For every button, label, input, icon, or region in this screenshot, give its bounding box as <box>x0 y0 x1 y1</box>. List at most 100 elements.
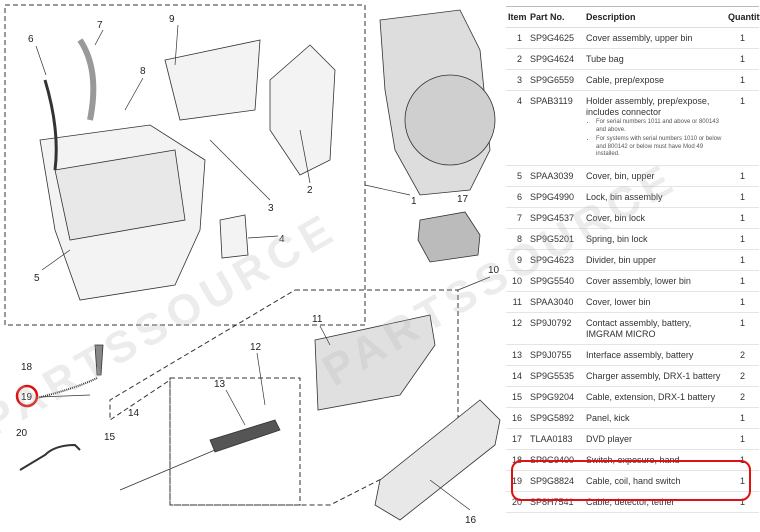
row-item: 11 <box>512 296 522 307</box>
part-drawings <box>19 9 501 521</box>
row-item: 15 <box>511 391 522 402</box>
row-quantity: 1 <box>739 75 745 85</box>
row-notes: For serial numbers 1011 and above or 800… <box>596 119 724 159</box>
row-quantity: 1 <box>739 233 745 244</box>
row-quantity: 2 <box>739 370 745 381</box>
row-description: Holder assembly, prep/expose, includes c… <box>586 96 710 117</box>
row-description: Cable, coil, hand switch <box>586 475 681 486</box>
row-quantity: 1 <box>739 275 745 286</box>
header-quantity: Quantity <box>726 6 760 28</box>
row-description: Cover assembly, upper bin <box>586 33 693 43</box>
group-boxes <box>4 4 459 506</box>
row-quantity: 1 <box>739 33 745 43</box>
row-description: Cover, bin lock <box>586 212 646 223</box>
divider-drawing <box>164 39 261 121</box>
callout-16: 16 <box>465 515 477 526</box>
callout-4: 4 <box>279 234 285 245</box>
row-item: 14 <box>511 370 522 381</box>
callout-labels: 1 2 3 4 5 6 7 8 9 10 11 12 13 14 15 16 1… <box>16 14 500 526</box>
row-part-no: SP9G5201 <box>530 233 575 244</box>
row-item: 18 <box>511 454 522 465</box>
row-item: 9 <box>516 254 522 265</box>
upper-bin-group-box <box>4 4 366 326</box>
callout-19-highlight-circle <box>15 384 39 408</box>
row-item: 12 <box>511 317 522 328</box>
callout-12: 12 <box>250 342 262 353</box>
row-item: 5 <box>516 170 522 181</box>
parts-table: Item Part No. Description Quantity 1SP9G… <box>506 6 760 513</box>
tether-cable-drawing <box>19 443 81 471</box>
row-quantity: 2 <box>739 391 745 402</box>
row-item: 2 <box>516 54 522 64</box>
row-description: Cover, bin, upper <box>586 170 655 181</box>
row-quantity: 1 <box>739 412 745 423</box>
row-description: Cable, prep/expose <box>586 75 665 85</box>
row-item: 20 <box>511 496 522 507</box>
row-part-no: TLAA0183 <box>530 433 573 444</box>
row-description: Spring, bin lock <box>586 233 648 244</box>
charger-drawing <box>209 419 281 453</box>
row-item: 17 <box>511 433 522 444</box>
row-description: Tube bag <box>586 54 624 64</box>
header-description: Description <box>584 6 726 28</box>
row-part-no: SP9G5540 <box>530 275 575 286</box>
row-part-no: SP9G4537 <box>530 212 575 223</box>
row-part-no: SPAB3119 <box>530 96 573 106</box>
row-part-no: SP9G4990 <box>530 191 575 202</box>
callout-13: 13 <box>214 379 226 390</box>
row-quantity: 1 <box>739 317 745 328</box>
holder-drawing <box>219 214 249 259</box>
row-quantity: 1 <box>739 296 745 307</box>
callout-6: 6 <box>28 34 34 45</box>
row-part-no: SP8H7541 <box>530 496 574 507</box>
row-description: Lock, bin assembly <box>586 191 663 202</box>
row-note: For systems with serial numbers 1010 or … <box>596 136 724 159</box>
callout-20: 20 <box>16 428 28 439</box>
row-item: 13 <box>511 349 522 360</box>
callout-14: 14 <box>128 408 140 419</box>
row-item: 1 <box>516 33 522 43</box>
table-header-row: Item Part No. Description Quantity <box>506 6 760 28</box>
callout-5: 5 <box>34 273 40 284</box>
exploded-parts-diagram: 1 2 3 4 5 6 7 8 9 10 11 12 13 14 15 16 1… <box>4 4 501 526</box>
table-row: 6 SP9G4990 Lock, bin assembly 1 <box>506 186 759 208</box>
tube-bag-drawing <box>269 44 336 176</box>
row-note: For serial numbers 1011 and above or 800… <box>596 119 724 134</box>
callout-2: 2 <box>307 185 313 196</box>
row-description: Interface assembly, battery <box>586 349 694 360</box>
row-item: 6 <box>516 191 522 202</box>
row-part-no: SP9G4625 <box>530 33 575 43</box>
row-quantity: 1 <box>739 191 745 202</box>
row-description: Cover, lower bin <box>586 296 651 307</box>
row-part-no: SP9G4623 <box>530 254 575 265</box>
dvd-player-drawing <box>417 211 481 263</box>
row-quantity: 2 <box>739 349 745 360</box>
row-description: Cable, extension, DRX-1 battery <box>586 391 716 402</box>
header-part-no: Part No. <box>528 6 584 28</box>
callout-1: 1 <box>411 196 417 207</box>
row-part-no: SP9G9204 <box>530 391 575 402</box>
row-part-no: SP9G8824 <box>530 475 575 486</box>
callout-11: 11 <box>312 314 323 325</box>
callout-7: 7 <box>97 20 103 31</box>
hand-switch-drawing <box>94 344 104 376</box>
battery-group-box <box>169 377 301 506</box>
callout-15: 15 <box>104 432 116 443</box>
header-item: Item <box>506 6 528 28</box>
row-quantity: 1 <box>739 212 745 223</box>
row-part-no: SP9G4624 <box>530 54 575 64</box>
row-part-no: SP9J0792 <box>530 317 572 328</box>
